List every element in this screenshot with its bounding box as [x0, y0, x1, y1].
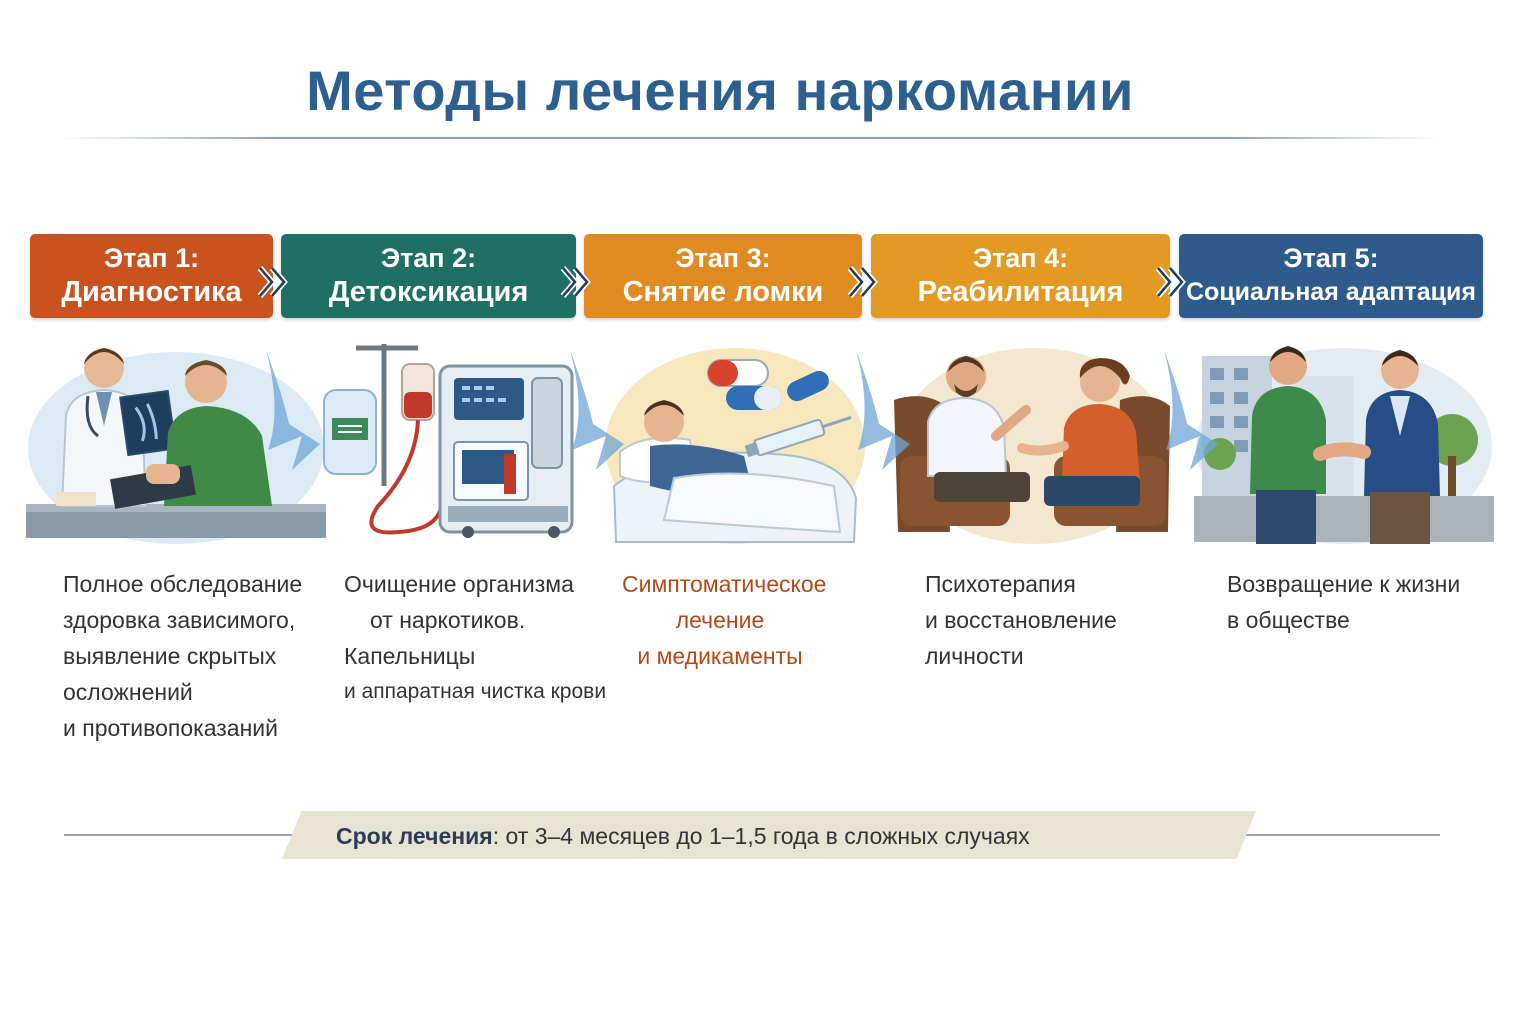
- stage-4-description: Психотерапия и восстановление личности: [925, 566, 1117, 674]
- duration-text: Срок лечения: от 3–4 месяцев до 1–1,5 го…: [336, 820, 1030, 852]
- desc-line: здоровка зависимого,: [63, 607, 296, 633]
- desc-line: Полное обследование: [63, 571, 303, 597]
- desc-line: от наркотиков.: [370, 607, 526, 633]
- stage-5-number: Этап 5:: [1283, 243, 1379, 273]
- stage-3-description: Симптоматическое лечение и медикаменты: [622, 566, 827, 674]
- desc-line: Симптоматическое: [622, 571, 827, 597]
- handshake-city-icon: [1194, 346, 1494, 544]
- desc-line: Возвращение к жизни: [1227, 571, 1461, 597]
- chevron-right-icon: [847, 266, 878, 298]
- desc-line: лечение: [675, 607, 765, 633]
- flow-arrow-icon: [1164, 350, 1218, 470]
- stage-1-description: Полное обследование здоровка зависимого,…: [63, 566, 302, 746]
- footer-rule-right: [1240, 834, 1440, 836]
- stage-1-number: Этап 1:: [103, 243, 200, 273]
- stage-2-number: Этап 2:: [380, 243, 477, 273]
- stage-4-header: Этап 4: Реабилитация: [871, 234, 1170, 318]
- stage-5-description: Возвращение к жизни в обществе: [1227, 566, 1460, 638]
- page-title: Методы лечения наркомании: [306, 59, 1134, 122]
- chevron-right-icon: [1155, 266, 1186, 298]
- desc-line: и аппаратная чистка крови: [344, 680, 607, 703]
- duration-label: Срок лечения: [336, 823, 493, 849]
- desc-line: осложнений: [63, 679, 193, 705]
- desc-line: и медикаменты: [637, 643, 803, 669]
- desc-line: и противопоказаний: [63, 715, 278, 741]
- desc-line: в обществе: [1227, 607, 1350, 633]
- chevron-right-icon: [257, 266, 288, 298]
- stage-2-header: Этап 2: Детоксикация: [281, 234, 576, 318]
- stage-5-header: Этап 5: Социальная адаптация: [1179, 234, 1483, 318]
- stage-4-name: Реабилитация: [917, 276, 1124, 308]
- desc-line: Очищение организма: [344, 571, 574, 597]
- stage-3-name: Снятие ломки: [622, 276, 824, 308]
- stage-4-number: Этап 4:: [972, 243, 1069, 273]
- desc-line: выявление скрытых: [63, 643, 277, 669]
- desc-line: и восстановление: [925, 607, 1117, 633]
- stage-3-header: Этап 3: Снятие ломки: [584, 234, 862, 318]
- patient-pills-syringe-icon: [605, 348, 865, 544]
- stage-2-description: Очищение организма от наркотиков. Капель…: [344, 566, 606, 710]
- stage-5-name: Социальная адаптация: [1185, 278, 1476, 306]
- doctor-patient-xray-icon: [26, 348, 326, 544]
- flow-arrow-icon: [570, 350, 624, 470]
- desc-line: Психотерапия: [925, 571, 1076, 597]
- desc-line: личности: [925, 643, 1024, 669]
- stage-1-header: Этап 1: Диагностика: [30, 234, 273, 318]
- flow-arrow-icon: [856, 350, 910, 470]
- title-divider: [60, 137, 1440, 139]
- chevron-right-icon: [560, 266, 591, 298]
- duration-banner: [282, 811, 1256, 859]
- duration-value: : от 3–4 месяцев до 1–1,5 года в сложных…: [492, 823, 1030, 849]
- stage-3-number: Этап 3:: [675, 243, 771, 273]
- therapy-session-icon: [894, 348, 1170, 544]
- iv-drip-dialysis-machine-icon: [323, 344, 574, 538]
- footer-rule-left: [64, 834, 294, 836]
- stage-2-name: Детоксикация: [328, 276, 529, 308]
- flow-arrow-icon: [266, 350, 320, 470]
- stage-1-name: Диагностика: [61, 276, 242, 308]
- desc-line: Капельницы: [344, 643, 476, 669]
